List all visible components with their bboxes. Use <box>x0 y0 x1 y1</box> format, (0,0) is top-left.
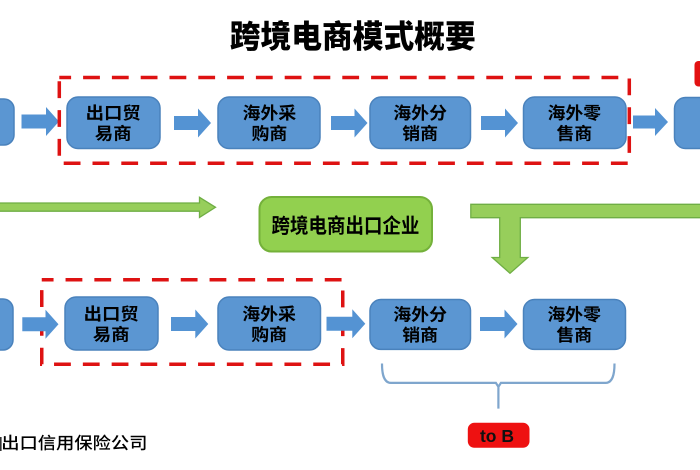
svg-text:to B: to B <box>480 426 514 446</box>
